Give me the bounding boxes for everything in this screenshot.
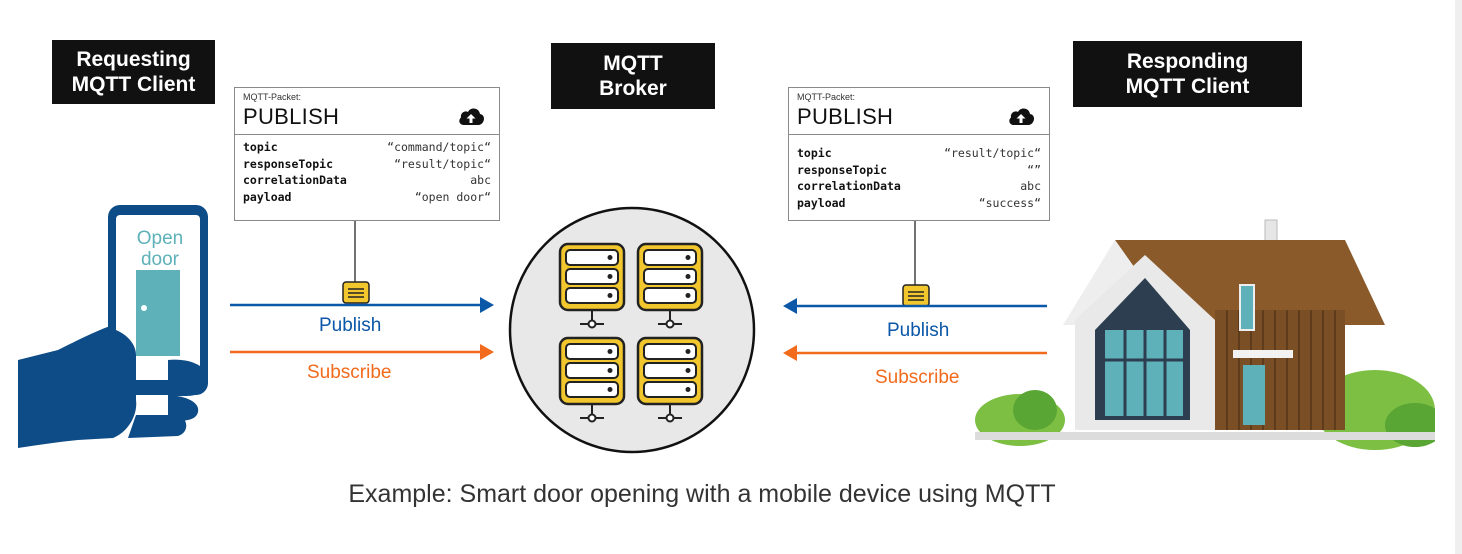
right-publish-packet: MQTT-Packet: PUBLISH topic“result/topic“… <box>788 87 1050 221</box>
left-subscribe-label: Subscribe <box>307 362 392 383</box>
cloud-upload-icon <box>1009 108 1034 125</box>
packet-caption: MQTT-Packet: <box>243 92 302 102</box>
server-rack-icon <box>558 336 626 423</box>
phone-screen-text: Open door <box>136 228 184 270</box>
page-edge-strip <box>1455 0 1462 554</box>
cloud-upload-icon <box>459 108 484 125</box>
packet-row: topic“command/topic“ <box>243 140 491 154</box>
packet-row: responseTopic“” <box>797 162 1041 177</box>
packet-row: responseTopic“result/topic“ <box>243 156 491 171</box>
broker-circle <box>508 206 756 454</box>
packet-row: payload“success“ <box>797 195 1041 210</box>
packet-row: payload“open door“ <box>243 189 491 204</box>
server-rack-icon <box>558 242 626 329</box>
right-subscribe-label: Subscribe <box>875 367 960 388</box>
server-rack-icon <box>636 242 704 329</box>
packet-row: topic“result/topic“ <box>797 146 1041 160</box>
right-publish-label: Publish <box>887 320 950 341</box>
left-publish-packet: MQTT-Packet: PUBLISH topic“command/topic… <box>234 87 500 221</box>
smart-house-icon <box>975 219 1435 450</box>
phone-in-hand-icon <box>18 205 208 448</box>
packet-title: PUBLISH <box>243 104 340 129</box>
message-icon <box>342 281 370 304</box>
packet-title: PUBLISH <box>797 104 894 129</box>
server-rack-icon <box>636 336 704 423</box>
message-icon <box>902 284 930 307</box>
figure-caption: Example: Smart door opening with a mobil… <box>348 480 1056 508</box>
packet-caption: MQTT-Packet: <box>797 92 856 102</box>
left-publish-label: Publish <box>319 315 382 336</box>
